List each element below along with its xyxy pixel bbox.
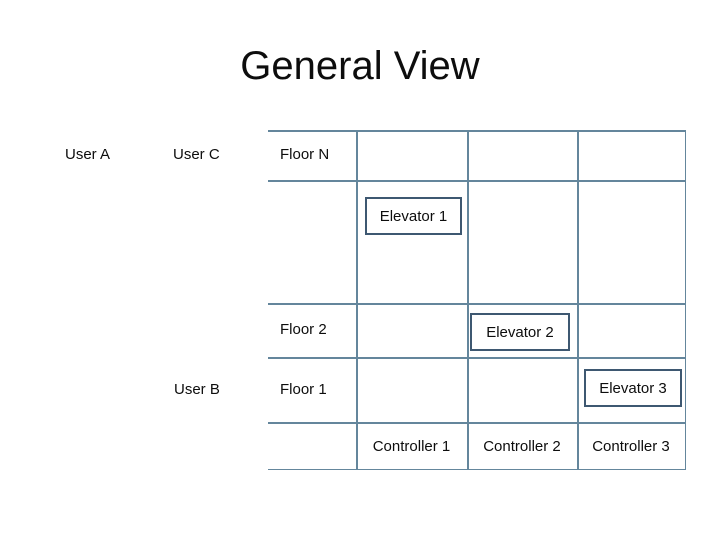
label-user-c: User C	[173, 146, 220, 163]
grid-vline-right	[684, 130, 686, 470]
elevator-3-box: Elevator 3	[584, 369, 682, 407]
label-controller-1: Controller 1	[372, 437, 451, 455]
grid-vline-col1-col2	[356, 130, 358, 470]
grid-hline-row2-bottom	[268, 303, 686, 305]
grid-hline-top	[268, 130, 686, 132]
grid-vline-col2-col3	[467, 130, 469, 470]
elevator-2-box: Elevator 2	[470, 313, 570, 351]
grid-hline-row1-bottom	[268, 180, 686, 182]
grid-hline-row3-bottom	[268, 357, 686, 359]
grid-vline-col3-col4	[577, 130, 579, 470]
elevator-1-box: Elevator 1	[365, 197, 462, 235]
label-user-a: User A	[65, 146, 111, 163]
label-floor-n: Floor N	[280, 146, 330, 163]
grid-hline-row4-bottom	[268, 422, 686, 424]
label-floor-1: Floor 1	[280, 381, 327, 398]
label-user-b: User B	[174, 381, 220, 398]
label-controller-2: Controller 2	[483, 437, 561, 455]
label-floor-2: Floor 2	[280, 321, 327, 338]
grid-hline-bottom	[268, 468, 686, 470]
label-controller-3: Controller 3	[592, 437, 670, 455]
page-title: General View	[240, 44, 480, 88]
